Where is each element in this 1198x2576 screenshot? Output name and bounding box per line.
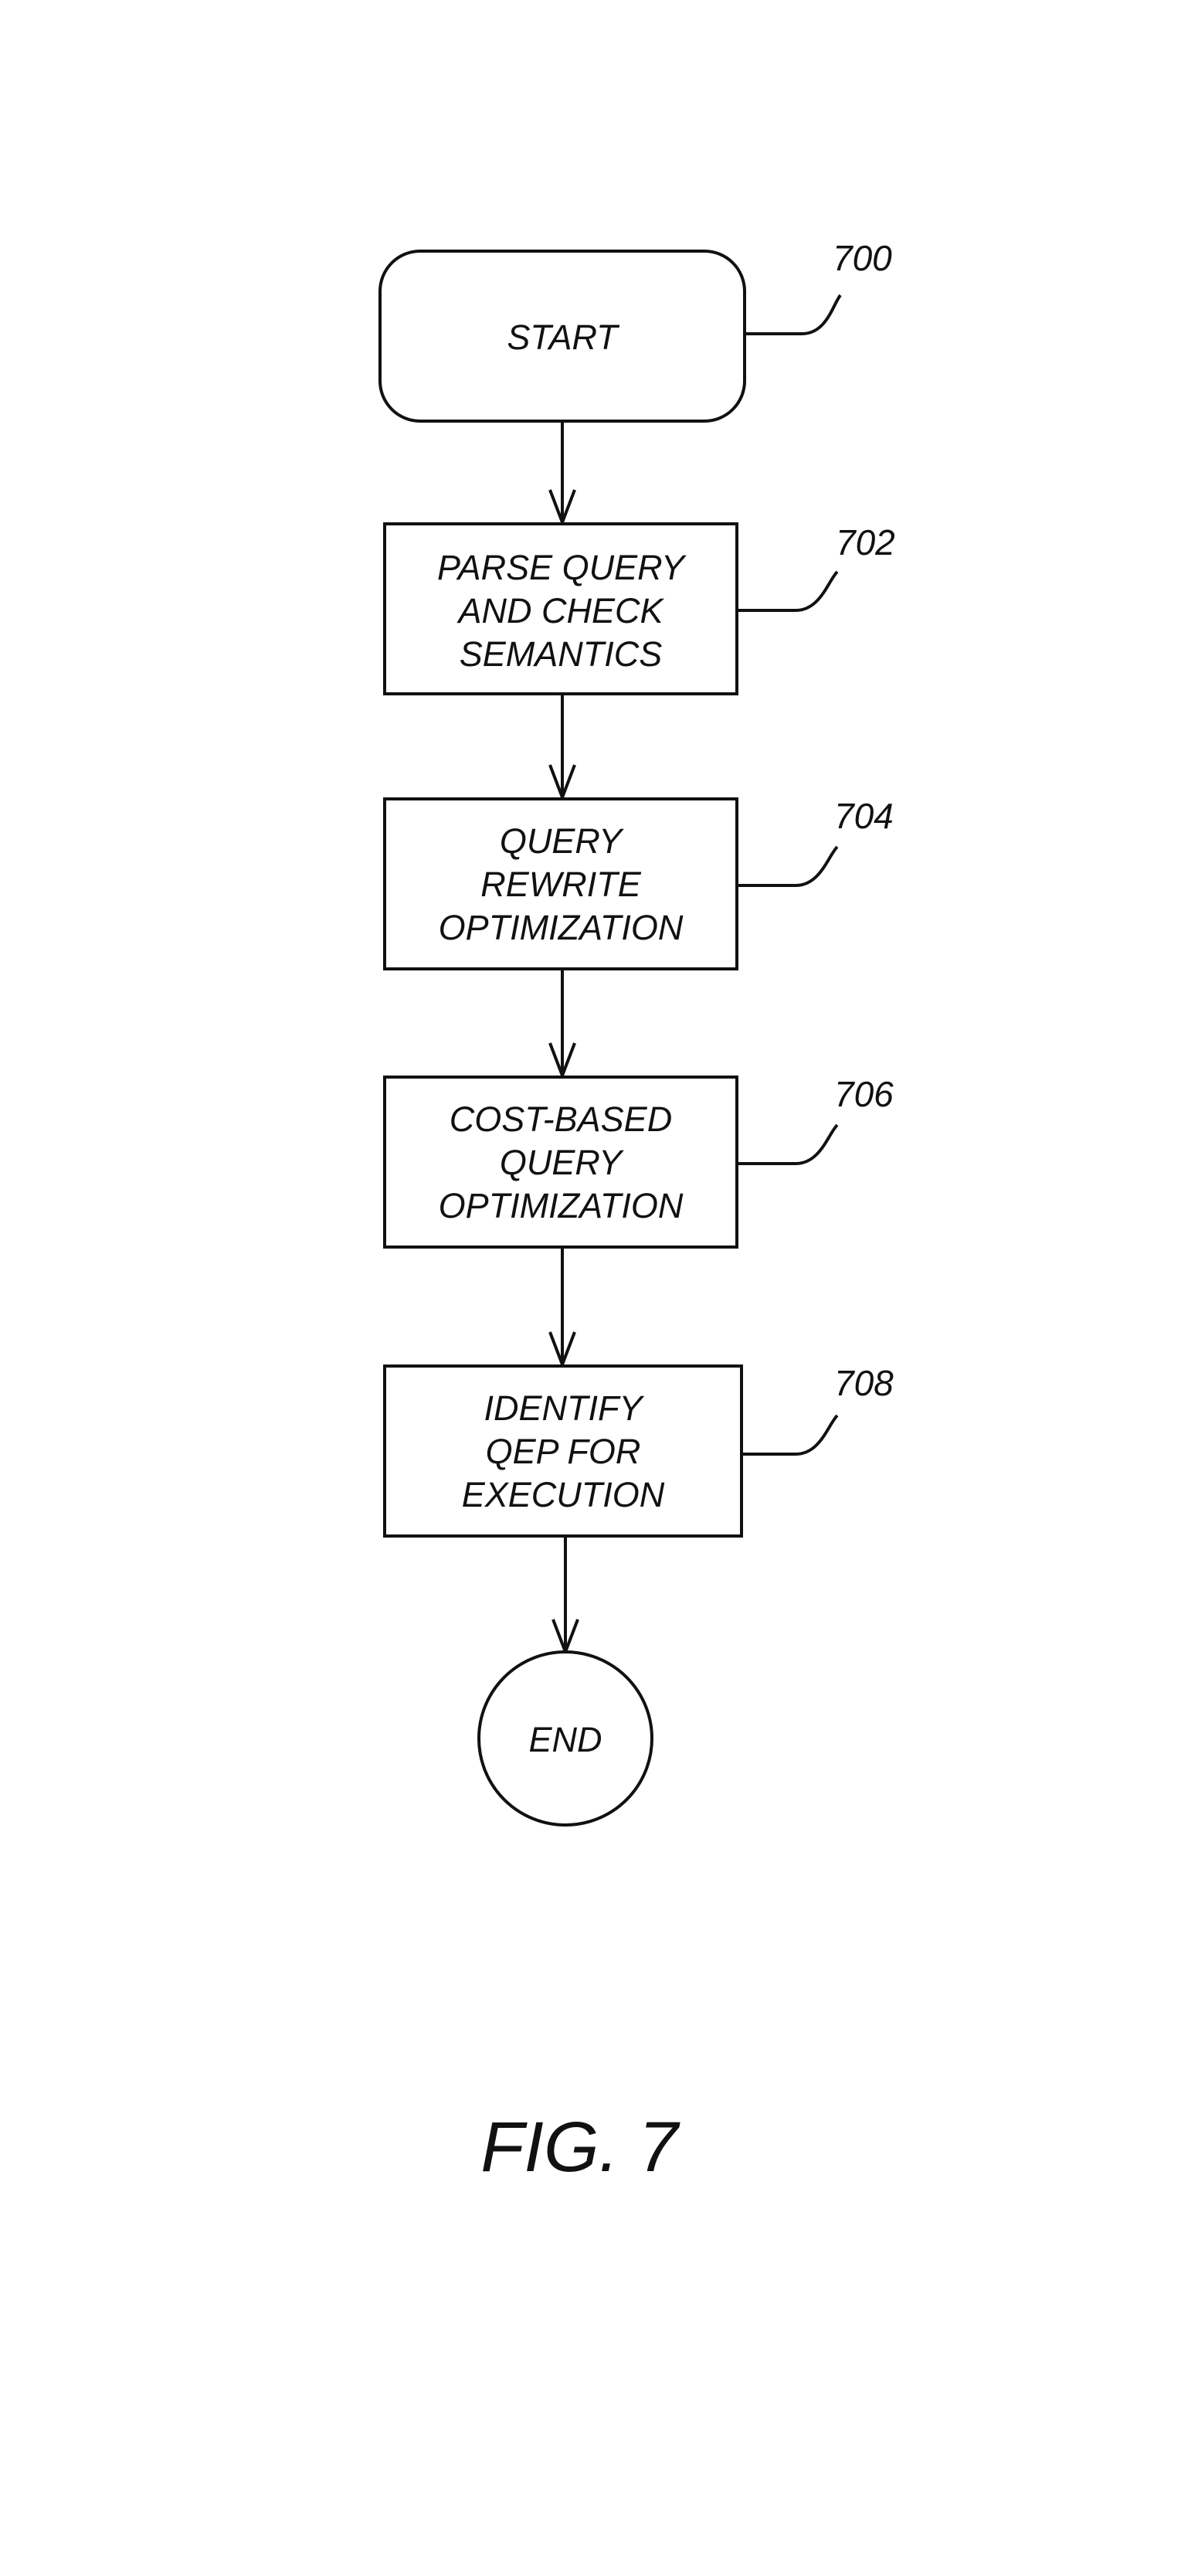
query-rewrite-node: QUERY REWRITE OPTIMIZATION (385, 799, 737, 969)
leader-line-704 (737, 847, 837, 885)
start-node: START (380, 251, 745, 421)
ref-706: 706 (737, 1074, 894, 1164)
ref-number-706: 706 (834, 1074, 894, 1114)
identify-qep-line-1: IDENTIFY (484, 1388, 644, 1428)
identify-qep-line-3: EXECUTION (462, 1475, 665, 1514)
ref-702: 702 (737, 522, 895, 610)
start-label: START (507, 318, 620, 357)
ref-number-700: 700 (833, 238, 892, 278)
cost-based-line-2: QUERY (500, 1143, 624, 1182)
parse-query-line-1: PARSE QUERY (437, 548, 687, 587)
parse-query-node: PARSE QUERY AND CHECK SEMANTICS (385, 524, 737, 694)
query-rewrite-line-1: QUERY (500, 821, 624, 861)
ref-number-702: 702 (836, 522, 895, 562)
arrow-start-to-parse (550, 421, 575, 522)
cost-based-line-3: OPTIMIZATION (439, 1186, 684, 1225)
identify-qep-line-2: QEP FOR (486, 1432, 641, 1471)
cost-based-node: COST-BASED QUERY OPTIMIZATION (385, 1077, 737, 1247)
arrow-identify-to-end (553, 1536, 578, 1652)
query-rewrite-line-3: OPTIMIZATION (439, 908, 684, 947)
leader-line-700 (745, 295, 840, 334)
figure-caption: FIG. 7 (480, 2108, 680, 2187)
cost-based-line-1: COST-BASED (450, 1099, 672, 1139)
arrow-rewrite-to-cost (550, 969, 575, 1076)
parse-query-line-2: AND CHECK (456, 591, 664, 630)
ref-704: 704 (737, 796, 894, 885)
ref-708: 708 (742, 1363, 894, 1454)
arrow-cost-to-identify (550, 1247, 575, 1364)
leader-line-706 (737, 1125, 837, 1164)
ref-number-708: 708 (834, 1363, 894, 1403)
parse-query-line-3: SEMANTICS (460, 634, 663, 674)
end-node: END (479, 1652, 652, 1825)
ref-number-704: 704 (834, 796, 894, 836)
query-rewrite-line-2: REWRITE (480, 865, 641, 904)
leader-line-708 (742, 1415, 837, 1454)
ref-700: 700 (745, 238, 892, 334)
leader-line-702 (737, 572, 837, 610)
identify-qep-node: IDENTIFY QEP FOR EXECUTION (385, 1366, 742, 1536)
arrow-parse-to-rewrite (550, 694, 575, 797)
end-label: END (528, 1720, 602, 1759)
